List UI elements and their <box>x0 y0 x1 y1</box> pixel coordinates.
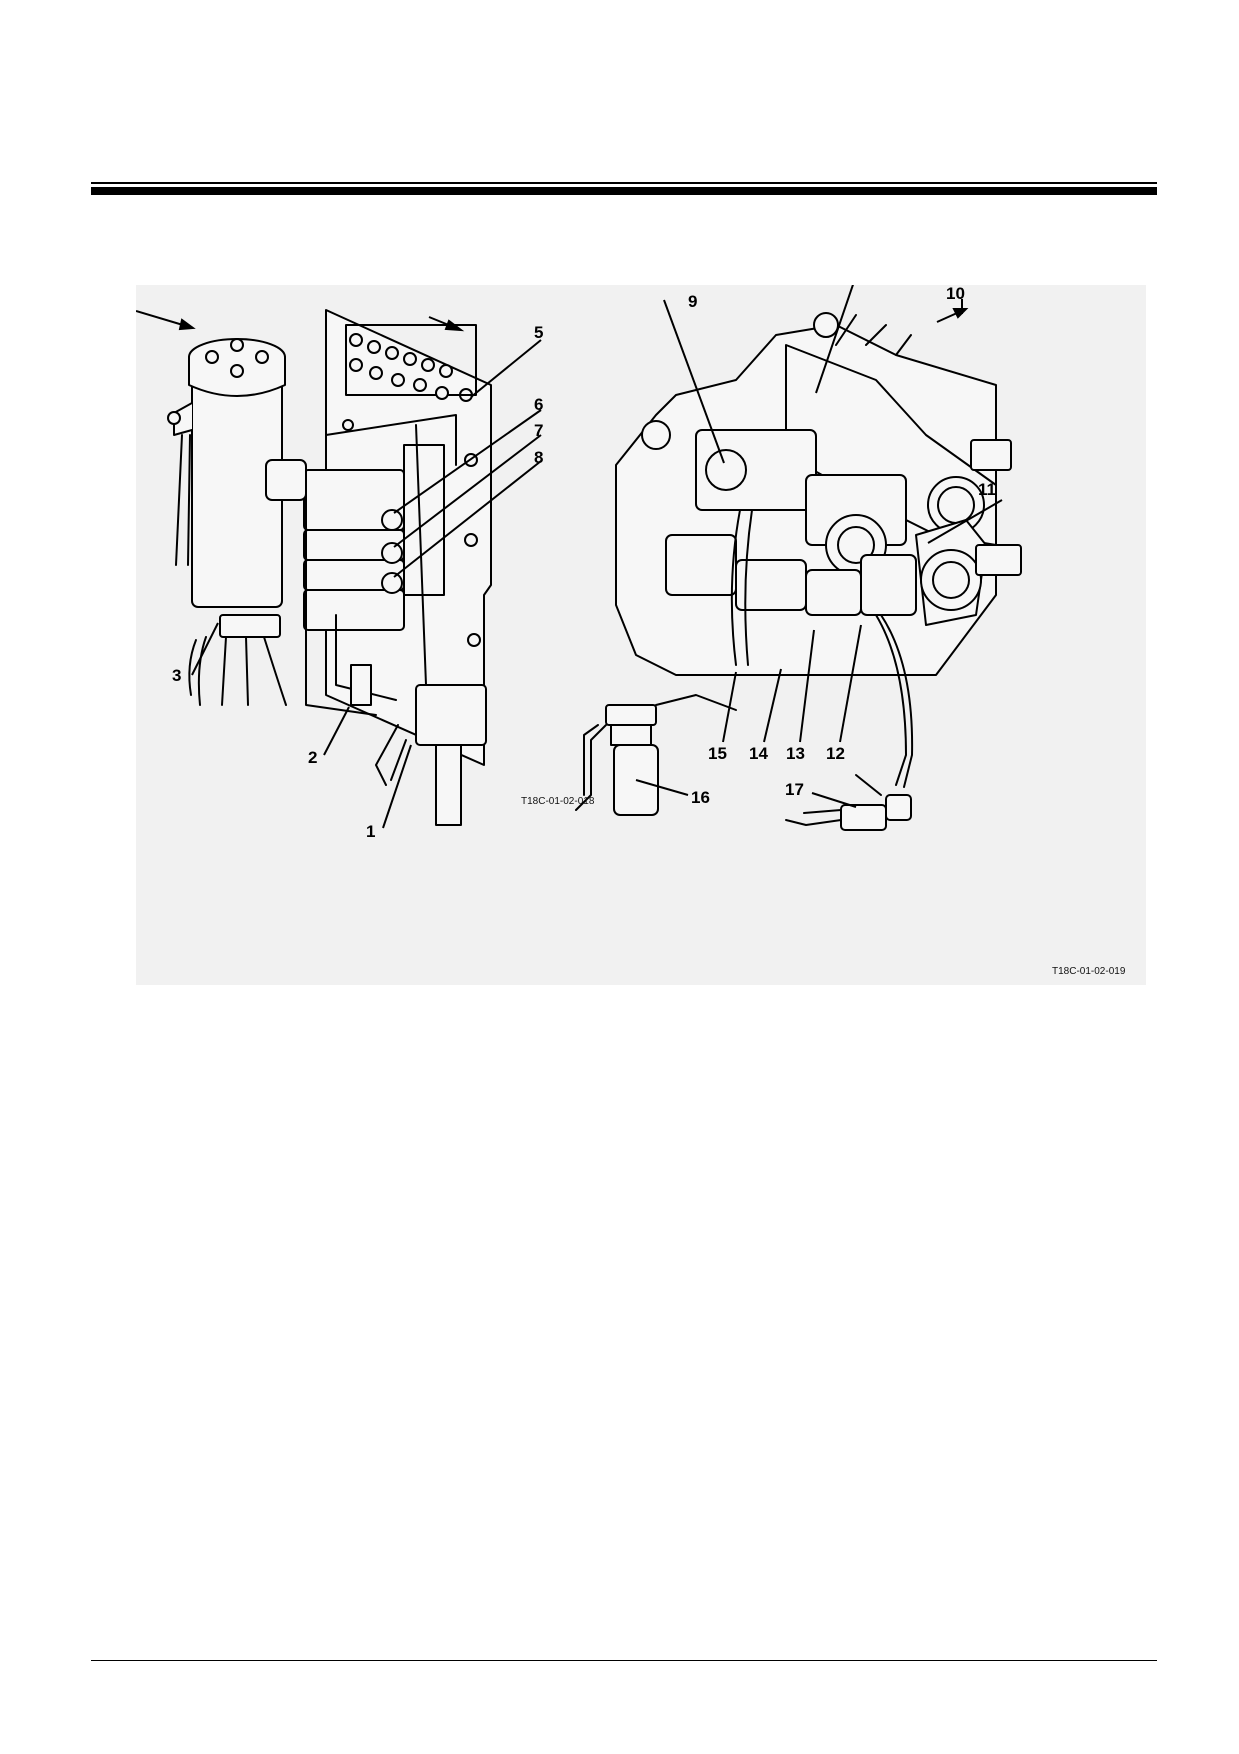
figure-code-right: T18C-01-02-019 <box>1052 966 1126 977</box>
callout-11: 11 <box>978 480 996 499</box>
callout-9: 9 <box>688 292 697 311</box>
header-rule-thick <box>91 187 1157 195</box>
callout-6: 6 <box>534 395 543 414</box>
callout-1: 1 <box>366 822 375 841</box>
callout-16: 16 <box>691 788 710 807</box>
filter-canister-drawing <box>167 338 287 706</box>
callout-8: 8 <box>534 448 543 467</box>
callout-12: 12 <box>826 744 845 763</box>
callout-17: 17 <box>785 780 804 799</box>
component-layout-figure: 4 5 6 7 8 3 2 1 T18C-01-02-018 9 11 15 1… <box>136 285 1146 985</box>
header-rule-thin <box>91 182 1157 184</box>
callout-14: 14 <box>749 744 768 763</box>
pump-assembly-drawing <box>615 312 1022 788</box>
callout-3: 3 <box>172 666 181 685</box>
callout-5: 5 <box>534 323 543 342</box>
small-block-drawing <box>785 774 912 831</box>
callout-10: 10 <box>946 284 965 303</box>
callout-7: 7 <box>534 421 543 440</box>
callout-10-wrapper: 10 <box>946 284 965 314</box>
figure-code-left: T18C-01-02-018 <box>521 796 595 807</box>
valve-panel-drawing <box>265 309 492 826</box>
callout-13: 13 <box>786 744 805 763</box>
callout-15: 15 <box>708 744 727 763</box>
callout-2: 2 <box>308 748 317 767</box>
footer-rule <box>91 1660 1157 1661</box>
